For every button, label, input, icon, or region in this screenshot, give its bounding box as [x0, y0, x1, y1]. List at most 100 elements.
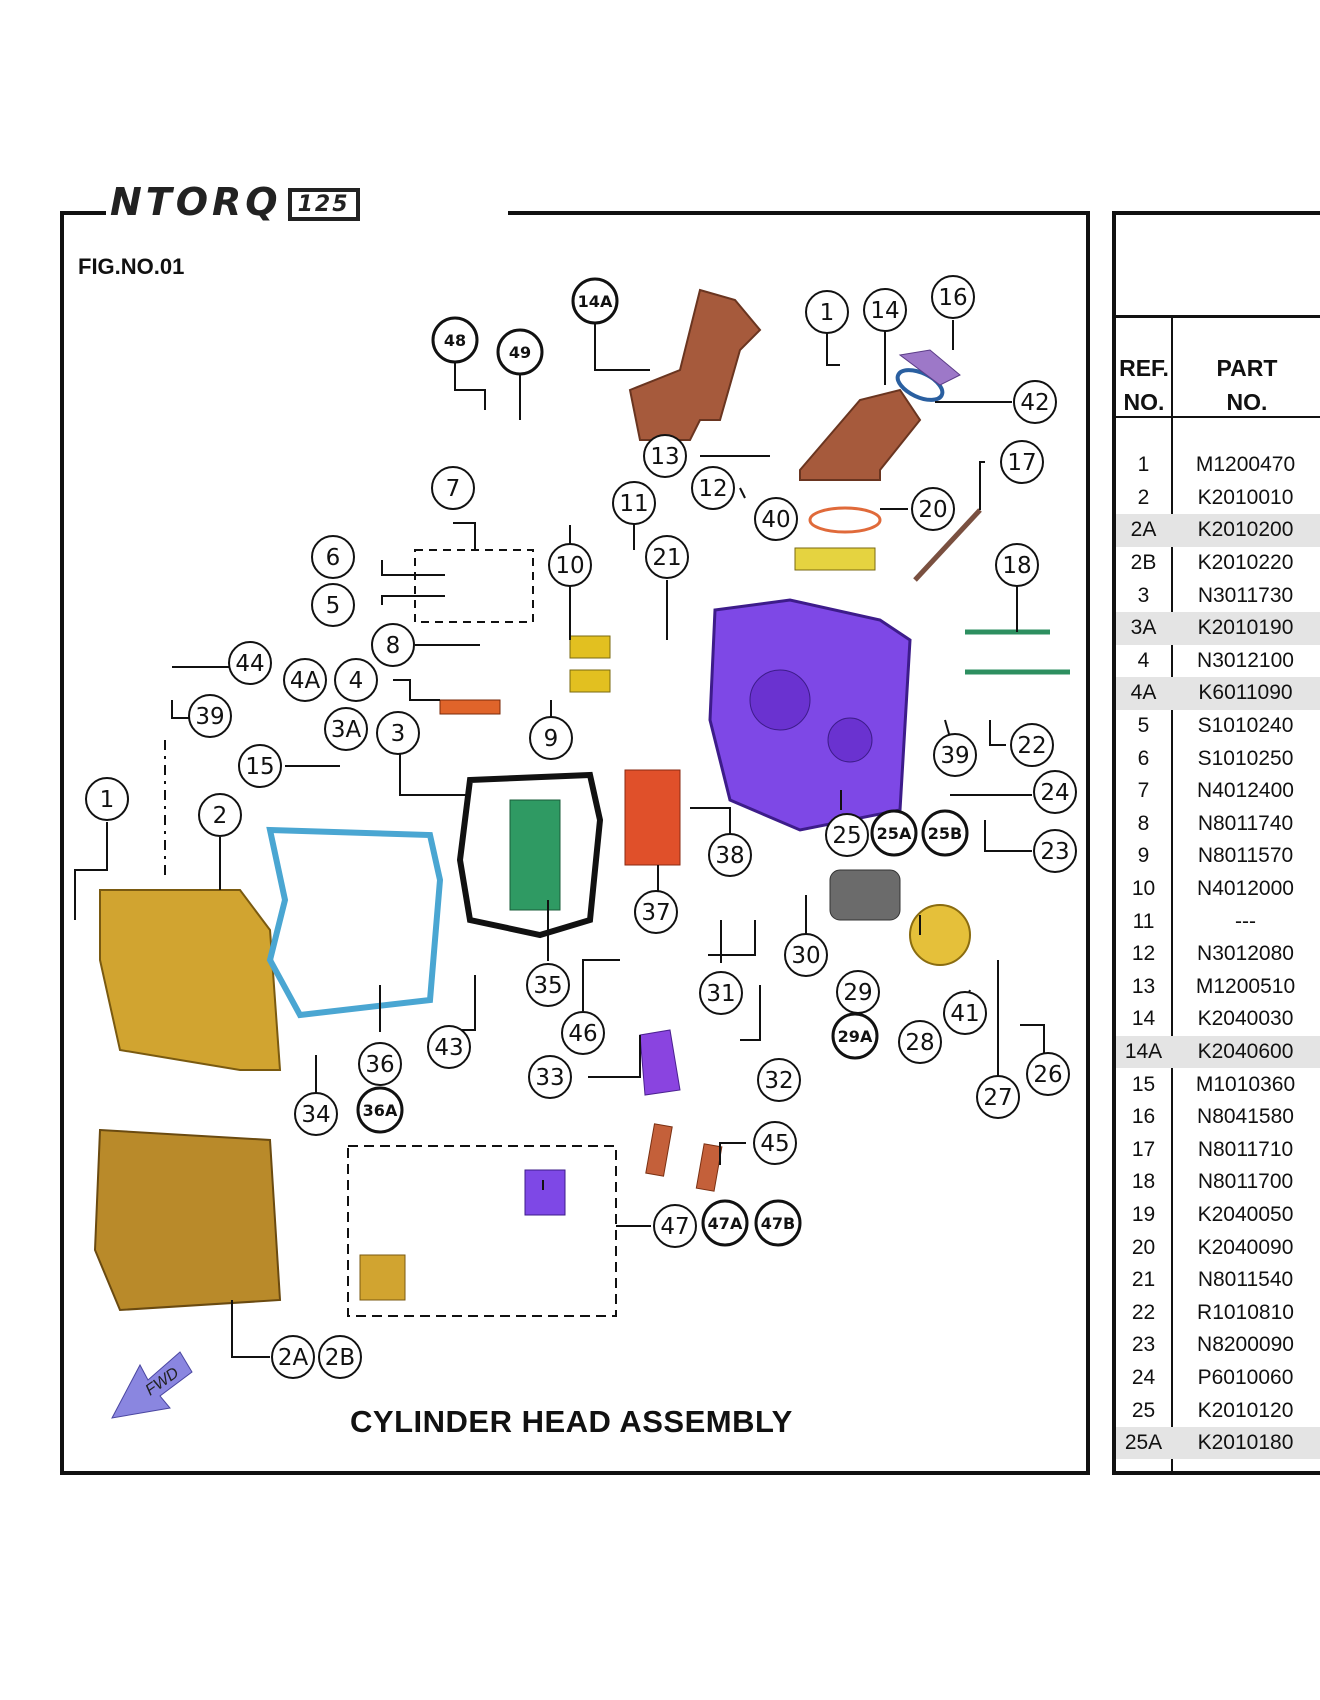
- callout-29: 29: [836, 970, 880, 1014]
- callout-9: 9: [529, 716, 573, 760]
- inset-head: [524, 1169, 566, 1216]
- svg-text:48: 48: [444, 331, 466, 350]
- ref-no-cell: 25A: [1124, 1431, 1163, 1455]
- ref-no-cell: 3A: [1130, 616, 1157, 640]
- callout-43: 43: [427, 1025, 471, 1069]
- svg-text:14: 14: [870, 298, 899, 324]
- callout-30: 30: [784, 933, 828, 977]
- table-row: 23 N8200090: [1116, 1329, 1320, 1362]
- callout-1: 1: [85, 777, 129, 821]
- ref-no-cell: 14: [1131, 1007, 1156, 1031]
- svg-text:17: 17: [1007, 450, 1036, 476]
- plate-35: [509, 799, 561, 911]
- inlet-pipe-14a: [628, 288, 762, 441]
- callout-18: 18: [995, 543, 1039, 587]
- svg-text:6: 6: [326, 545, 341, 571]
- part-no-cell: M1200510: [1195, 974, 1296, 998]
- svg-text:2A: 2A: [278, 1345, 309, 1371]
- part-no-cell: K2010220: [1197, 551, 1294, 575]
- callout-33: 33: [528, 1055, 572, 1099]
- svg-text:22: 22: [1017, 733, 1046, 759]
- svg-text:20: 20: [918, 497, 947, 523]
- part-no-cell: N8200090: [1197, 1333, 1294, 1357]
- part-no-cell: R1010810: [1197, 1300, 1294, 1324]
- svg-text:2B: 2B: [325, 1345, 355, 1371]
- callout-2: 2: [198, 793, 242, 837]
- manifold-gasket: [808, 506, 882, 534]
- callout-35: 35: [526, 963, 570, 1007]
- svg-text:9: 9: [544, 726, 559, 752]
- svg-text:13: 13: [650, 444, 679, 470]
- callout-36: 36: [358, 1042, 402, 1086]
- callout-27: 27: [976, 1075, 1020, 1119]
- svg-text:8: 8: [386, 633, 401, 659]
- svg-text:15: 15: [245, 754, 274, 780]
- valve-17: [913, 508, 982, 582]
- callout-48: 48: [431, 316, 479, 364]
- svg-text:1: 1: [100, 787, 115, 813]
- svg-text:21: 21: [652, 545, 681, 571]
- callout-16: 16: [931, 275, 975, 319]
- svg-text:25A: 25A: [877, 824, 912, 843]
- part-no-cell: ---: [1235, 909, 1256, 933]
- part-no-cell: N8041580: [1197, 1105, 1294, 1129]
- table-header-bottom-rule: [1116, 416, 1320, 418]
- table-header-top-rule: [1116, 315, 1320, 318]
- svg-text:1: 1: [820, 300, 835, 326]
- callout-47b: 47B: [754, 1199, 802, 1247]
- cover-gasket: [266, 826, 444, 1019]
- ref-no-cell: 22: [1131, 1300, 1156, 1324]
- callout-2a: 2A: [271, 1335, 315, 1379]
- part-no-cell: N8011540: [1197, 1268, 1294, 1292]
- part-no-cell: K2040030: [1197, 1007, 1294, 1031]
- svg-text:3: 3: [391, 721, 406, 747]
- callout-15: 15: [238, 744, 282, 788]
- brand-name: NTORQ: [110, 180, 282, 224]
- svg-text:49: 49: [509, 343, 531, 362]
- part-no-cell: K2010190: [1197, 616, 1294, 640]
- svg-text:29: 29: [843, 980, 872, 1006]
- head-cover: [99, 889, 282, 1071]
- assembly-inset: [347, 1145, 617, 1317]
- ref-no-cell: 2A: [1130, 518, 1157, 542]
- ref-no-header: REF.NO.: [1119, 355, 1169, 415]
- table-row: 11---: [1116, 905, 1320, 938]
- part-no-cell: N4012000: [1197, 877, 1294, 901]
- callout-44: 44: [228, 641, 272, 685]
- part-no-cell: N8011740: [1197, 811, 1294, 835]
- part-no-cell: N3011730: [1197, 583, 1294, 607]
- callout-22: 22: [1010, 723, 1054, 767]
- cam-sprocket: [909, 904, 971, 966]
- svg-text:14A: 14A: [578, 292, 613, 311]
- ref-no-cell: 12: [1131, 942, 1156, 966]
- part-no-cell: N3012100: [1197, 648, 1294, 672]
- callout-12: 12: [691, 466, 735, 510]
- ref-no-cell: 23: [1131, 1333, 1156, 1357]
- callout-41: 41: [943, 991, 987, 1035]
- part-no-cell: S1010250: [1197, 746, 1294, 770]
- callout-32: 32: [757, 1058, 801, 1102]
- callout-31: 31: [699, 971, 743, 1015]
- svg-text:44: 44: [235, 651, 264, 677]
- svg-text:34: 34: [301, 1102, 330, 1128]
- plate-37: [624, 769, 681, 866]
- ref-no-cell: 20: [1131, 1235, 1156, 1259]
- callout-13: 13: [643, 434, 687, 478]
- tensioner-box: [414, 549, 534, 623]
- callout-26: 26: [1026, 1052, 1070, 1096]
- callout-6: 6: [311, 535, 355, 579]
- callout-37: 37: [634, 890, 678, 934]
- frame-top-rule-right: [508, 211, 1090, 215]
- part-no-cell: K2040600: [1197, 1039, 1294, 1063]
- callout-25a: 25A: [870, 809, 918, 857]
- svg-text:33: 33: [535, 1065, 564, 1091]
- ref-no-cell: 19: [1131, 1202, 1156, 1226]
- svg-text:25B: 25B: [928, 824, 962, 843]
